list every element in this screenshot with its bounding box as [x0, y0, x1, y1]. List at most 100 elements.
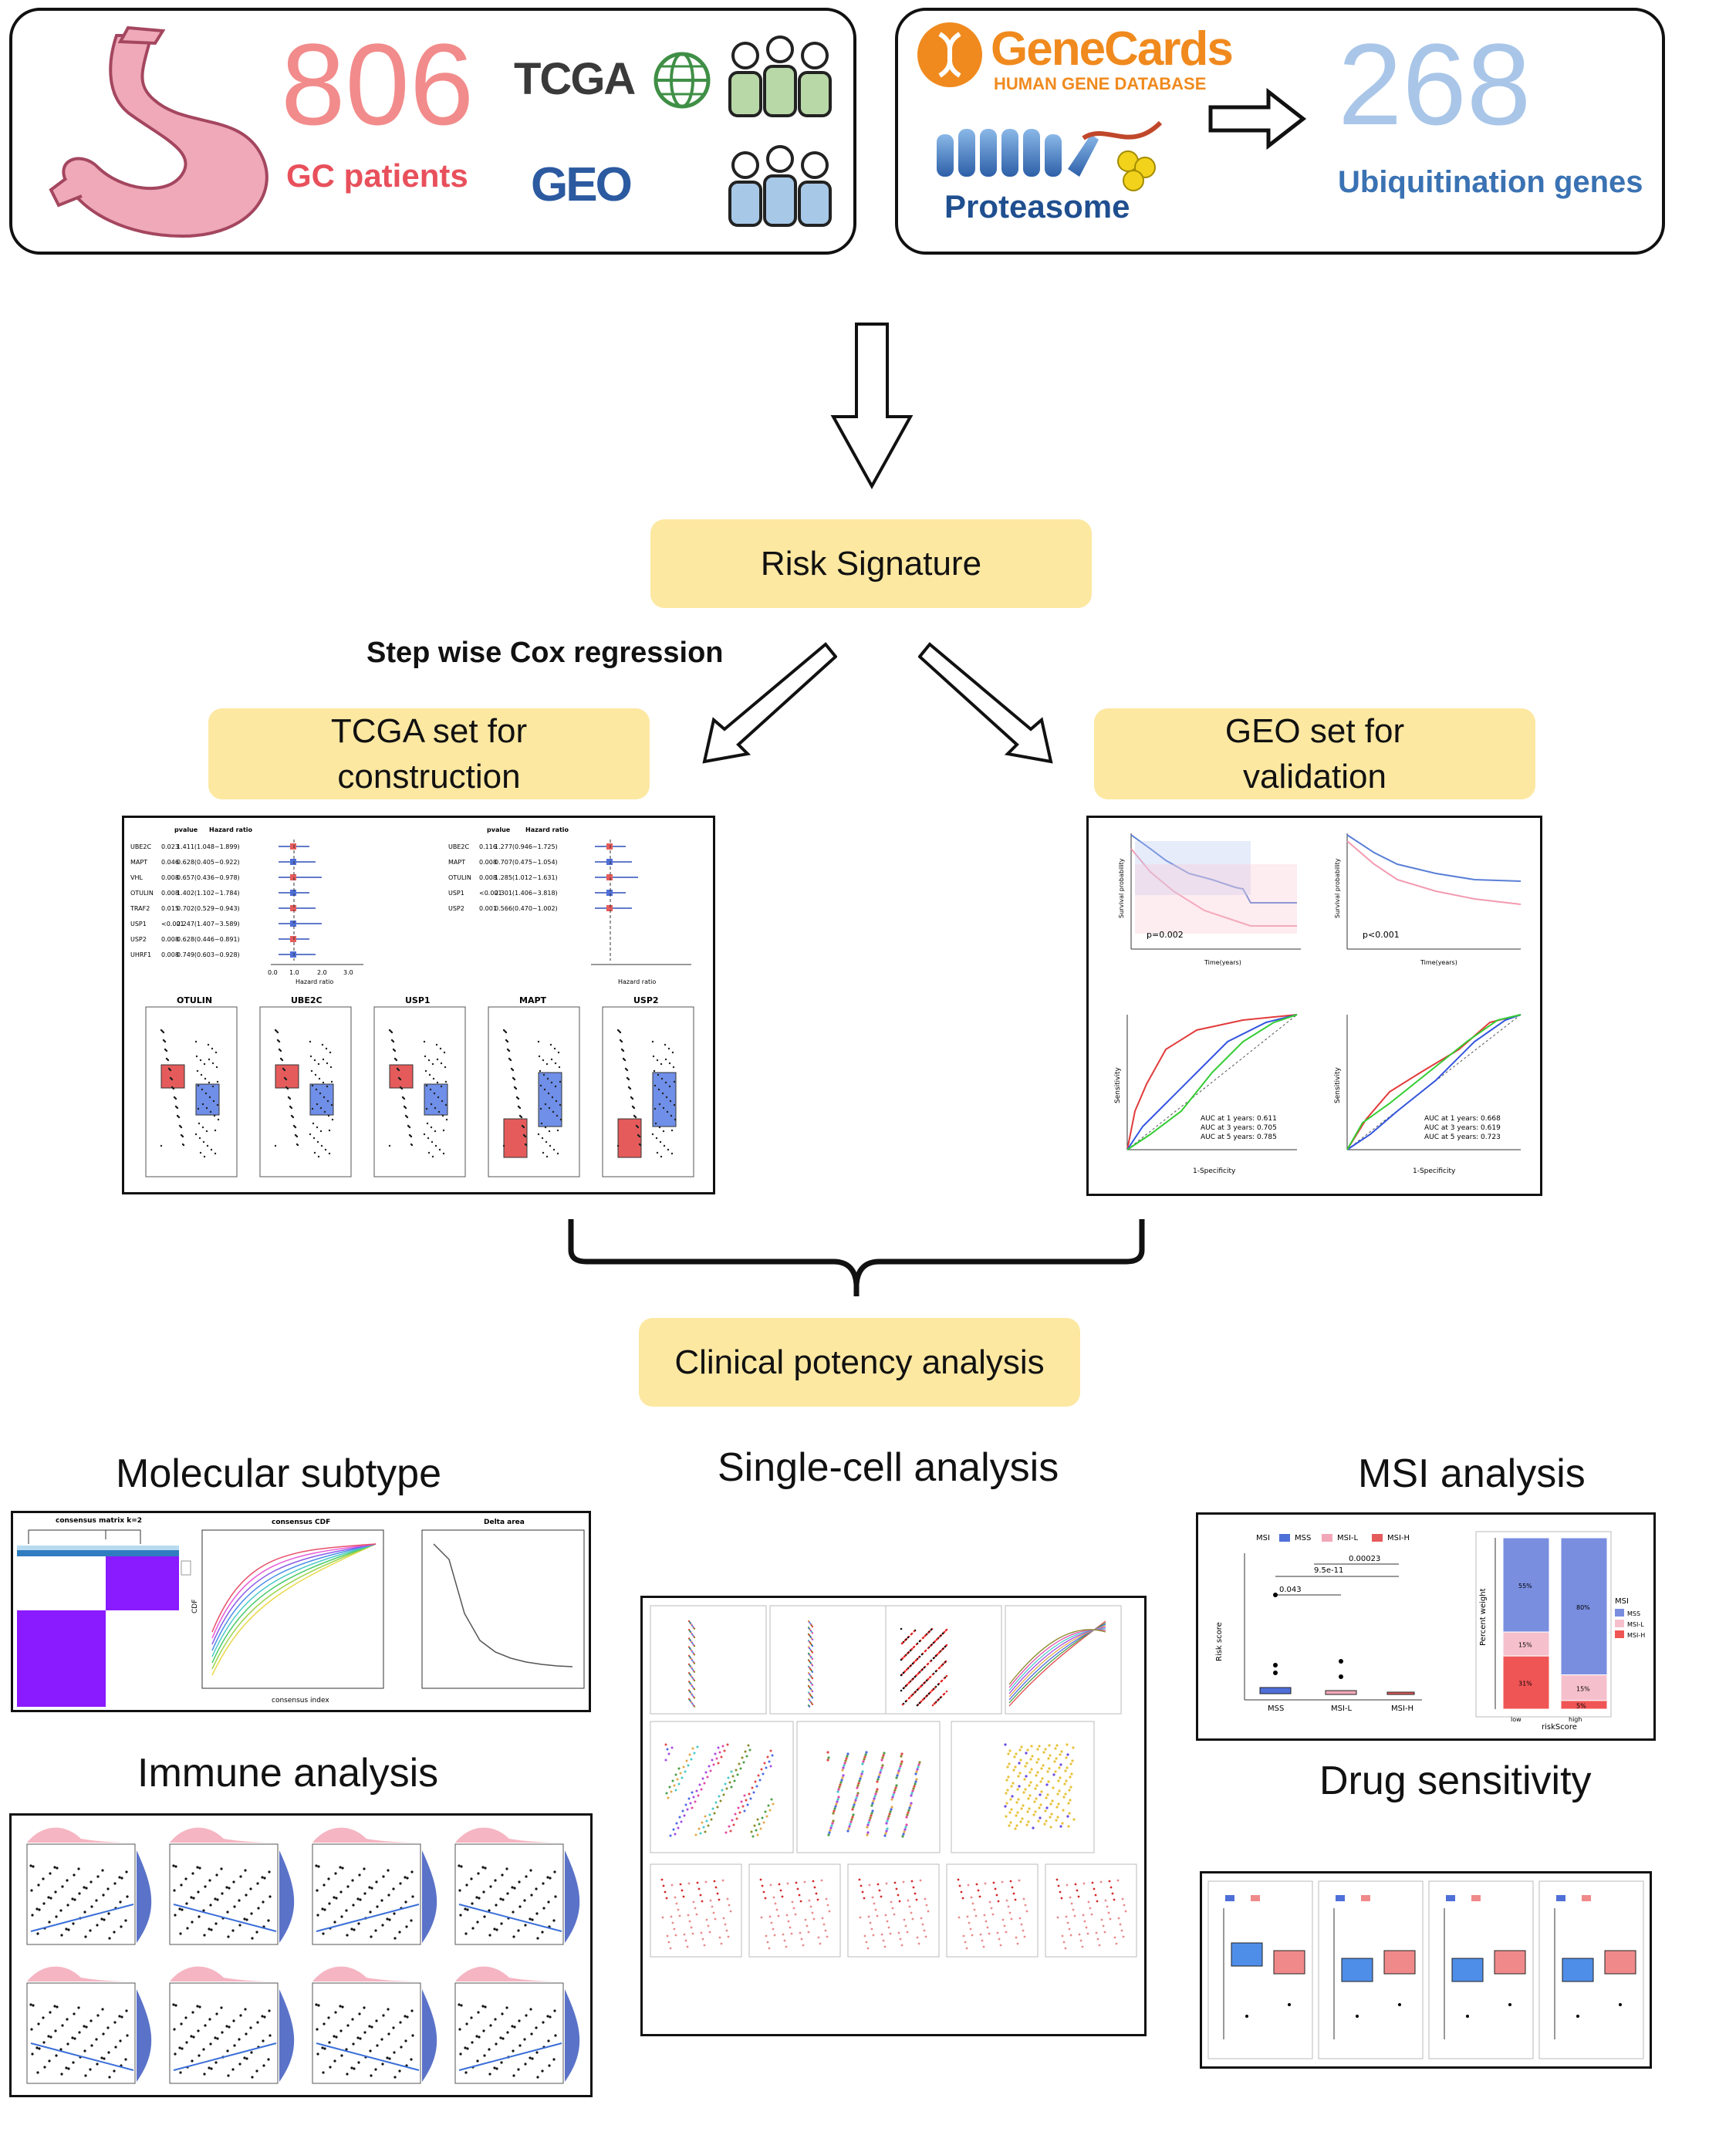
density-top — [27, 1827, 135, 1843]
km-plot-right: p<0.001 Time(years) Survival probability — [1334, 833, 1522, 966]
forest1-pvalue: 0.008 — [161, 936, 179, 943]
density-top — [312, 1827, 420, 1843]
density-side — [422, 1850, 437, 1943]
msi-stack-segment — [1560, 1674, 1608, 1701]
forest1-hr: 0.657(0.436~0.978) — [177, 874, 240, 881]
people-group-green-icon — [728, 35, 832, 117]
roc-right-auc-1: AUC at 1 years: 0.668 — [1424, 1115, 1501, 1123]
msi-stack-segment — [1502, 1537, 1550, 1633]
delta-area-title: Delta area — [484, 1519, 525, 1526]
roc-left-ylabel: Sensitivity — [1114, 1066, 1122, 1103]
msi-bar-xtick-high: high — [1569, 1716, 1582, 1723]
msi-stack-label: 55% — [1518, 1583, 1532, 1590]
forest1-pvalue: <0.001 — [161, 921, 184, 927]
density-top — [170, 1827, 278, 1843]
diagonal-arrow-left-icon — [702, 642, 837, 764]
forest1-point — [290, 936, 296, 942]
forest1-tick-0: 0.0 — [268, 969, 278, 976]
proteasome-icon — [937, 120, 1163, 191]
forest1-hr: 0.702(0.529~0.943) — [177, 905, 240, 912]
cdf-curve — [211, 1543, 377, 1670]
msi-stack-label: 5% — [1576, 1702, 1586, 1709]
stepwise-cox-label: Step wise Cox regression — [366, 637, 724, 669]
forest2-header-hr: Hazard ratio — [525, 826, 569, 833]
immune-analysis-title: Immune analysis — [137, 1751, 439, 1796]
msi-pval-2: 9.5e-11 — [1314, 1566, 1343, 1575]
gc-patients-panel: 806 GC patients TCGA GEO — [9, 8, 856, 255]
msi-pval-3: 0.043 — [1279, 1586, 1302, 1594]
boxplot-normal-box — [309, 1083, 334, 1116]
forest1-hr: 0.749(0.603~0.928) — [177, 951, 240, 958]
drug-box-low — [1231, 1942, 1263, 1967]
density-top — [27, 1966, 135, 1982]
drug-box-high — [1494, 1950, 1526, 1975]
msi-bar-xtick-low: low — [1511, 1716, 1522, 1723]
consensus-cdf-title: consensus CDF — [272, 1519, 330, 1526]
density-side — [279, 1850, 295, 1943]
boxplot-title: OTULIN — [177, 995, 212, 1005]
msi-legend-msil: MSI-L — [1337, 1534, 1359, 1542]
forest1-tick-3: 3.0 — [343, 969, 353, 976]
tcga-logo-text: TCGA — [514, 54, 636, 104]
forest2-point — [606, 890, 613, 896]
density-side — [565, 1989, 580, 2082]
forest1-hr: 0.628(0.446~0.891) — [177, 936, 240, 943]
msi-bar-xlabel: riskScore — [1542, 1723, 1577, 1732]
forest1-point — [290, 905, 296, 911]
forest1-gene: UBE2C — [130, 843, 151, 850]
cdf-ylabel: CDF — [191, 1600, 199, 1613]
forest2-hr: 2.301(1.406~3.818) — [495, 890, 558, 897]
down-arrow-icon — [830, 323, 914, 490]
forest1-tick-1: 1.0 — [289, 969, 299, 976]
drug-box-low — [1451, 1958, 1484, 1982]
boxplot-tumor-box — [503, 1118, 528, 1158]
ubiquitination-genes-panel: GeneCards HUMAN GENE DATABASE Proteasome… — [895, 8, 1665, 255]
forest2-point — [606, 905, 613, 911]
msi-stack-label: 80% — [1576, 1604, 1590, 1611]
regression-line — [458, 2042, 562, 2071]
regression-line — [316, 1904, 420, 1932]
patient-count: 806 — [281, 19, 475, 149]
gene-count: 268 — [1338, 19, 1532, 149]
forest1-point — [290, 951, 296, 958]
tcga-logo: TCGA — [514, 53, 636, 105]
km-left-pvalue: p=0.002 — [1147, 930, 1184, 940]
forest2-pvalue: 0.001 — [479, 905, 497, 912]
molecular-subtype-figure: consensus matrix k=2 consensus CDF conse… — [11, 1511, 591, 1712]
forest2-gene: OTULIN — [448, 874, 471, 881]
forest1-header-hr: Hazard ratio — [209, 826, 253, 833]
regression-line — [458, 1904, 562, 1932]
roc-left-auc-3: AUC at 3 years: 0.705 — [1201, 1124, 1277, 1132]
forest1-gene: VHL — [130, 874, 143, 881]
roc-right-ylabel: Sensitivity — [1334, 1066, 1342, 1103]
forest1-pvalue: 0.023 — [161, 843, 179, 850]
forest2-point — [606, 874, 613, 880]
msi-stack-segment — [1502, 1631, 1550, 1657]
genecards-subtitle: HUMAN GENE DATABASE — [994, 74, 1207, 93]
boxplot-title: USP1 — [405, 995, 431, 1005]
single-cell-title: Single-cell analysis — [718, 1445, 1059, 1490]
tcga-set-box: TCGA set for construction — [208, 708, 650, 799]
density-top — [312, 1966, 420, 1982]
forest1-gene: TRAF2 — [130, 905, 150, 912]
density-side — [279, 1989, 295, 2082]
forest2-pvalue: 0.008 — [479, 859, 497, 866]
msi-bar-legend-title: MSI — [1615, 1597, 1629, 1606]
forest2-hr: 1.285(1.012~1.631) — [495, 874, 558, 881]
msi-legend-msih: MSI-H — [1387, 1534, 1410, 1542]
boxplot-tumor-box — [617, 1118, 642, 1158]
regression-line — [173, 1904, 277, 1932]
regression-line — [30, 1904, 134, 1932]
drug-box-high — [1604, 1950, 1636, 1975]
geo-set-box: GEO set for validation — [1094, 708, 1535, 799]
msi-analysis-figure: MSI MSS MSI-L MSI-H 0.00023 9.5e-11 0.04… — [1196, 1512, 1656, 1741]
diagonal-arrow-right-icon — [918, 642, 1053, 764]
msi-xtick-msih: MSI-H — [1391, 1704, 1413, 1713]
forest1-point — [290, 921, 296, 927]
drug-box-low — [1341, 1958, 1373, 1982]
roc-left-auc-5: AUC at 5 years: 0.785 — [1201, 1134, 1277, 1141]
